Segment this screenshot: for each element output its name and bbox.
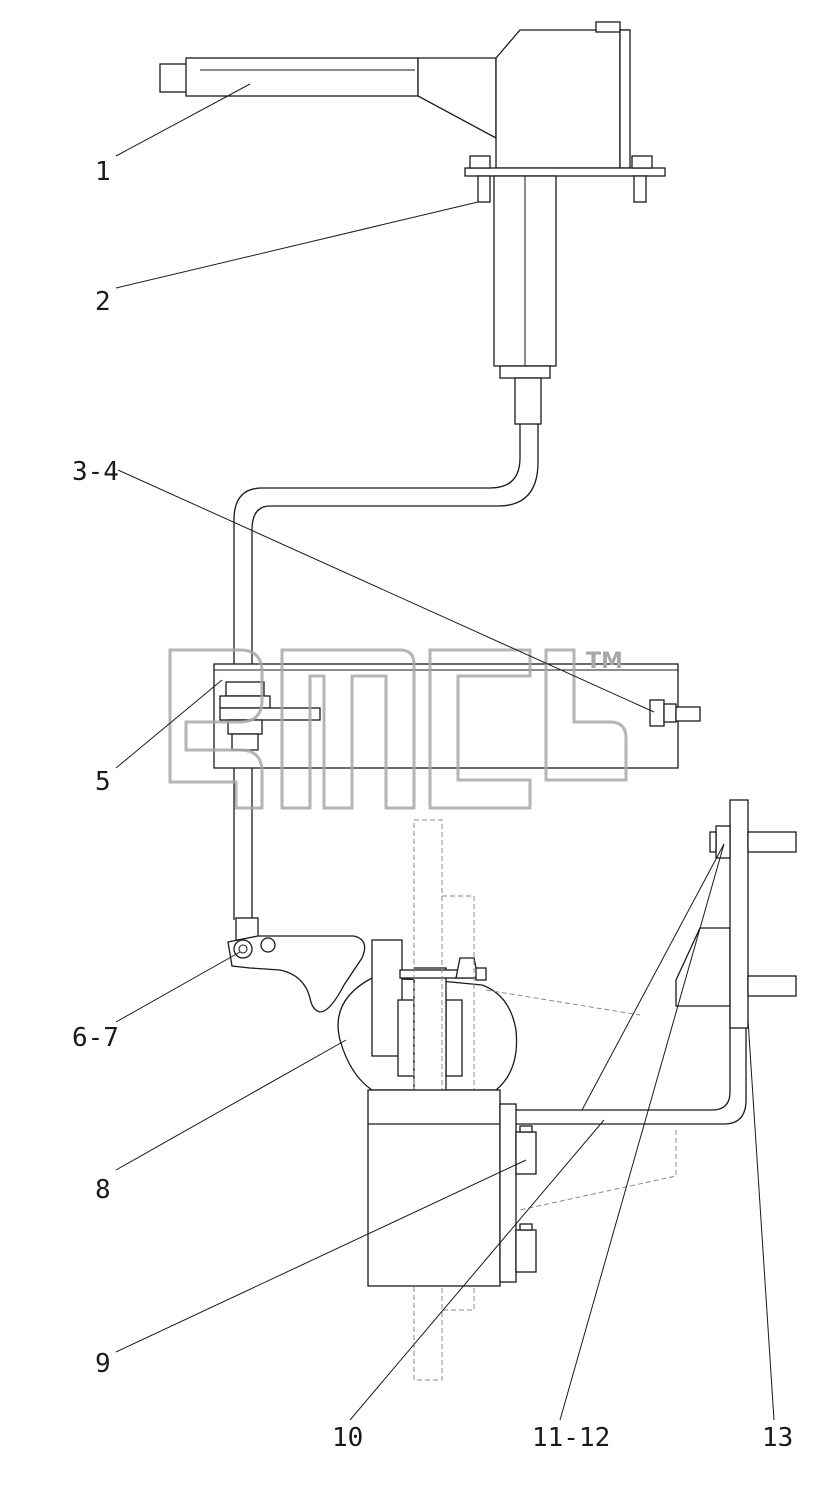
callout-11-12: 11-12 [532, 1423, 610, 1453]
support-bracket [516, 799, 797, 1125]
leader-11-12-a [559, 843, 725, 1421]
leader-lines [115, 83, 775, 1421]
callout-2: 2 [95, 287, 111, 317]
leader-8 [115, 1039, 347, 1171]
trademark-symbol: TM [586, 649, 623, 674]
base-block [367, 1089, 537, 1287]
lever-switch-assembly [159, 21, 666, 425]
callout-labels: 1 2 3-4 5 6-7 8 9 10 11-12 13 [72, 157, 793, 1453]
callout-8: 8 [95, 1175, 111, 1205]
callout-1: 1 [95, 157, 111, 187]
watermark-logo: TM [168, 648, 628, 810]
leader-5 [115, 679, 223, 769]
leader-3-4 [117, 469, 655, 713]
callout-3-4: 3-4 [72, 457, 119, 487]
callout-10: 10 [332, 1423, 363, 1453]
callout-5: 5 [95, 767, 111, 797]
control-cable [233, 424, 539, 920]
leader-2 [115, 201, 479, 289]
clamp-block [213, 663, 701, 769]
callout-9: 9 [95, 1349, 111, 1379]
lever-arm [227, 917, 366, 1013]
callout-6-7: 6-7 [72, 1023, 119, 1053]
cam-bracket [337, 939, 518, 1097]
leader-6-7 [115, 951, 241, 1023]
leader-10 [349, 1119, 605, 1421]
leader-13 [747, 1019, 775, 1421]
leader-11-12-b [581, 843, 725, 1111]
leader-1 [115, 83, 251, 157]
callout-13: 13 [762, 1423, 793, 1453]
leader-9 [115, 1159, 527, 1353]
